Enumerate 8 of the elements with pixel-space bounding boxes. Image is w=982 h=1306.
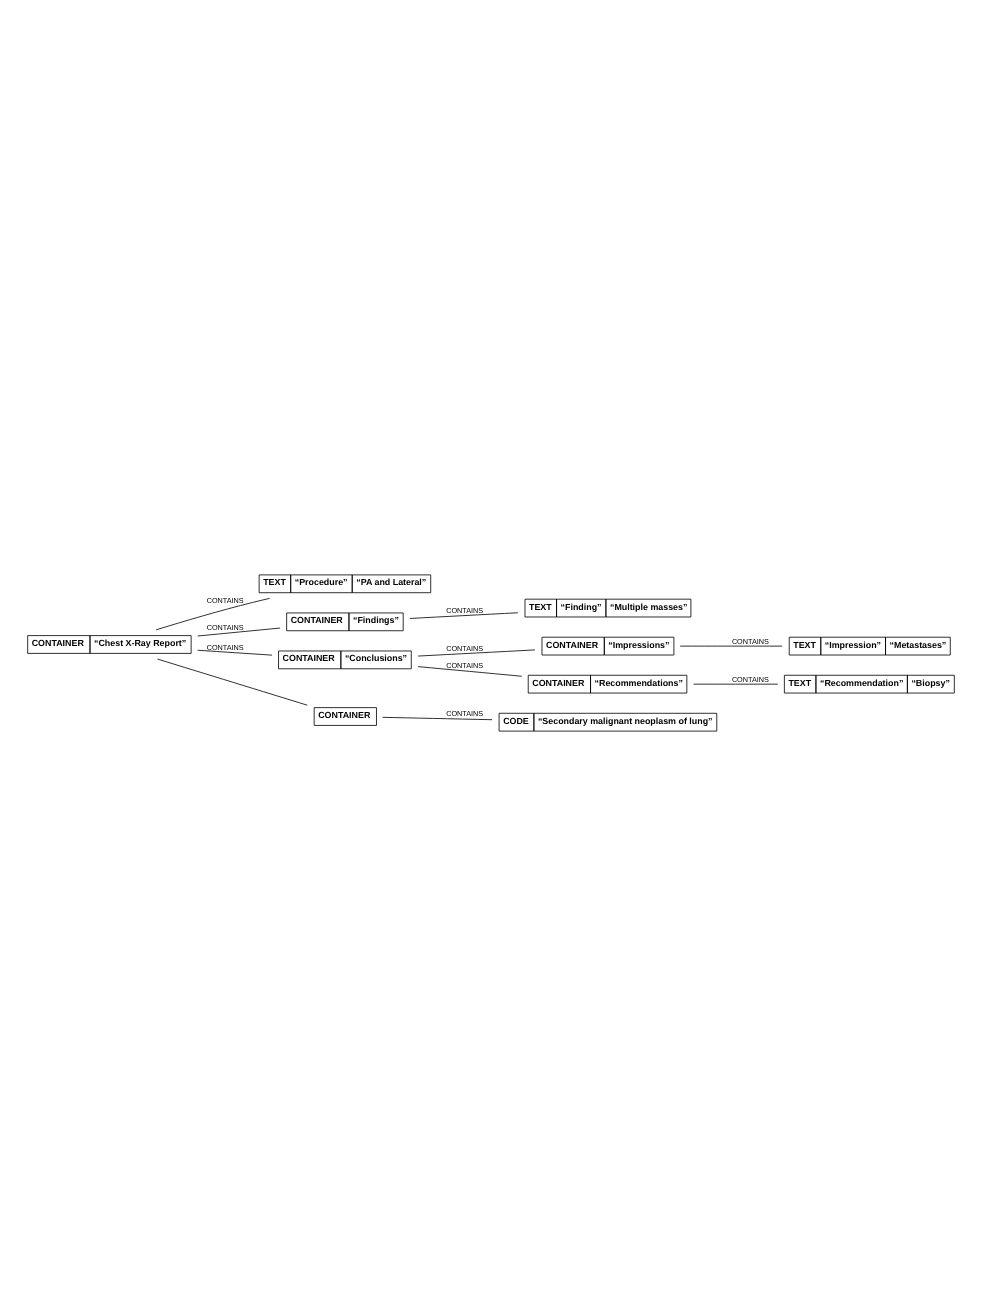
connector [157,658,308,706]
connector [197,627,281,637]
connector [382,716,493,721]
connector [409,612,519,619]
connector [197,649,273,656]
connector [155,598,271,631]
connector [417,666,523,677]
connector [417,649,536,657]
